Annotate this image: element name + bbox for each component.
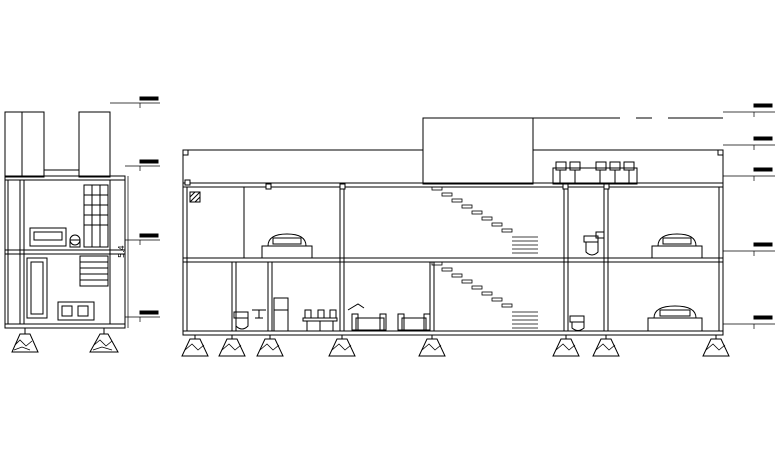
right-first-floor-slab (182, 257, 724, 263)
right-toilet-lower-left (233, 311, 249, 330)
right-footings (181, 335, 730, 357)
left-sofa (29, 227, 67, 247)
left-parapet-left (4, 111, 45, 178)
right-lower-stair (431, 261, 538, 329)
level-marker-left-first (125, 233, 160, 245)
left-parapet-right (78, 111, 111, 178)
level-marker-right-roof (723, 167, 775, 181)
right-toilet-lower-right (569, 315, 585, 331)
right-stair-tower (422, 117, 534, 185)
left-section: 5.4 (4, 96, 160, 353)
right-roof-chairs (552, 161, 638, 185)
left-dimension-label: 5.4 (117, 245, 126, 258)
left-table (57, 301, 95, 321)
right-section (181, 103, 775, 357)
left-footing-2 (89, 333, 119, 353)
left-ground-slab (4, 323, 126, 329)
right-toilet-upper (583, 231, 605, 256)
right-sofa-2 (397, 313, 431, 331)
right-upper-stair (431, 186, 538, 254)
level-marker-right-tower (723, 136, 775, 150)
right-sink-lower-left (252, 309, 266, 319)
right-bed-upper-right (651, 233, 703, 259)
level-marker-left-top (125, 159, 160, 171)
right-ground-slab (182, 330, 724, 336)
right-bed-upper-left (261, 233, 313, 259)
level-marker-right-top (723, 103, 775, 117)
level-marker-left-roof (110, 96, 160, 108)
right-fridge (273, 297, 289, 332)
left-bookshelf (83, 184, 109, 248)
level-marker-left-ground (125, 310, 160, 322)
right-bed-lower-right (647, 305, 703, 332)
left-footing-1 (11, 333, 39, 353)
level-marker-right-ground (723, 315, 775, 329)
left-door (26, 257, 48, 319)
left-stair (79, 255, 109, 287)
right-sofa-1 (347, 303, 387, 331)
level-marker-right-first (723, 242, 775, 256)
right-dining-set (302, 309, 338, 331)
left-first-floor-slab (4, 249, 126, 255)
